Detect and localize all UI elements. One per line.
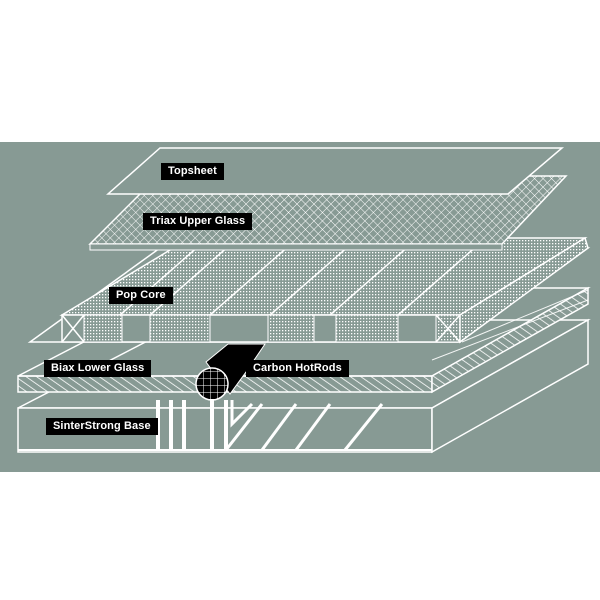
- label-topsheet: Topsheet: [161, 163, 224, 180]
- layer-pop-core: [27, 236, 591, 344]
- layer-carbon-hotrods: [195, 343, 266, 401]
- layer-topsheet: [106, 147, 565, 195]
- label-pop-core: Pop Core: [109, 287, 173, 304]
- label-biax-lower-glass: Biax Lower Glass: [44, 360, 152, 377]
- label-sinterstrong-base: SinterStrong Base: [46, 418, 158, 435]
- label-carbon-hotrods: Carbon HotRods: [246, 360, 349, 377]
- label-triax-upper-glass: Triax Upper Glass: [143, 213, 253, 230]
